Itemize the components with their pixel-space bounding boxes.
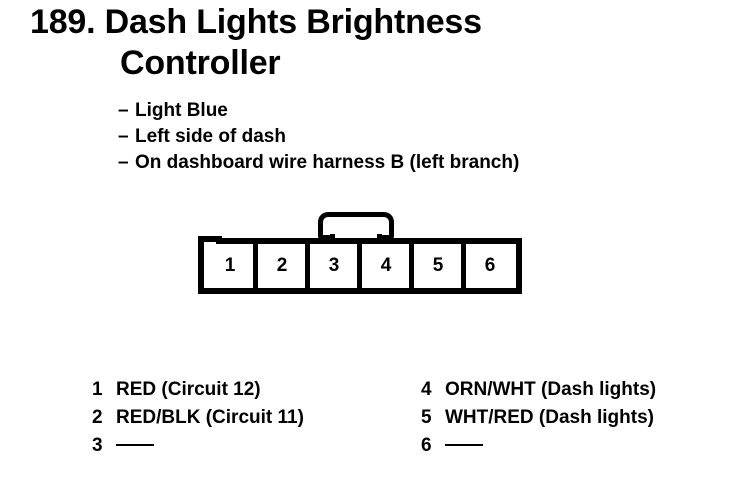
pin-number: 5 xyxy=(421,407,432,428)
page-title: 189. Dash Lights Brightness Controller xyxy=(30,2,630,84)
connector-cavity-6: 6 xyxy=(461,238,516,294)
pin-legend-row: 6 xyxy=(421,432,656,460)
empty-cavity-rule-icon xyxy=(445,444,483,446)
pin-label: ORN/WHT (Dash lights) xyxy=(445,379,657,400)
pin-label: RED (Circuit 12) xyxy=(116,379,261,400)
list-item: – On dashboard wire harness B (left bran… xyxy=(118,150,718,176)
pin-number: 3 xyxy=(92,435,103,456)
dash-bullet-icon: – xyxy=(118,100,129,121)
pin-label: RED/BLK (Circuit 11) xyxy=(116,407,304,428)
cavity-number: 5 xyxy=(432,255,444,276)
detail-list: – Light Blue – Left side of dash – On da… xyxy=(118,98,718,176)
connector-cavity-4: 4 xyxy=(357,238,412,294)
dash-bullet-icon: – xyxy=(118,152,129,173)
cavity-number: 1 xyxy=(224,255,236,276)
detail-text: Left side of dash xyxy=(135,126,286,147)
connector-cavity-2: 2 xyxy=(253,238,308,294)
detail-text: Light Blue xyxy=(135,100,228,121)
pin-number: 4 xyxy=(421,379,432,400)
pin-label: WHT/RED (Dash lights) xyxy=(445,407,654,428)
pin-legend-right-column: 4 ORN/WHT (Dash lights) 5 WHT/RED (Dash … xyxy=(421,376,656,460)
pin-legend-row: 3 xyxy=(92,432,304,460)
pin-number: 1 xyxy=(92,379,103,400)
pin-legend-row: 4 ORN/WHT (Dash lights) xyxy=(421,376,656,404)
pin-legend-row: 5 WHT/RED (Dash lights) xyxy=(421,404,656,432)
cavity-number: 4 xyxy=(380,255,392,276)
pin-label-empty xyxy=(116,432,154,460)
dash-bullet-icon: – xyxy=(118,126,129,147)
connector-diagram: 1 2 3 4 5 6 xyxy=(198,212,522,304)
pin-legend-row: 2 RED/BLK (Circuit 11) xyxy=(92,404,304,432)
pin-legend-row: 1 RED (Circuit 12) xyxy=(92,376,304,404)
pin-number: 6 xyxy=(421,435,432,456)
pin-number: 2 xyxy=(92,407,103,428)
connector-cavity-5: 5 xyxy=(409,238,464,294)
empty-cavity-rule-icon xyxy=(116,444,154,446)
page-title-line-1: 189. Dash Lights Brightness xyxy=(30,3,482,41)
cavity-number: 2 xyxy=(276,255,288,276)
connector-cavity-3: 3 xyxy=(305,238,360,294)
connector-cavity-row: 1 2 3 4 5 6 xyxy=(204,238,516,294)
detail-text: On dashboard wire harness B (left branch… xyxy=(135,152,520,173)
page-title-line-2: Controller xyxy=(120,44,281,82)
pin-legend-left-column: 1 RED (Circuit 12) 2 RED/BLK (Circuit 11… xyxy=(92,376,304,460)
cavity-number: 3 xyxy=(328,255,340,276)
cavity-number: 6 xyxy=(484,255,496,276)
list-item: – Light Blue xyxy=(118,98,718,124)
pin-label-empty xyxy=(445,432,483,460)
list-item: – Left side of dash xyxy=(118,124,718,150)
connector-cavity-1: 1 xyxy=(204,244,256,288)
latch-neck-cap xyxy=(335,234,377,240)
